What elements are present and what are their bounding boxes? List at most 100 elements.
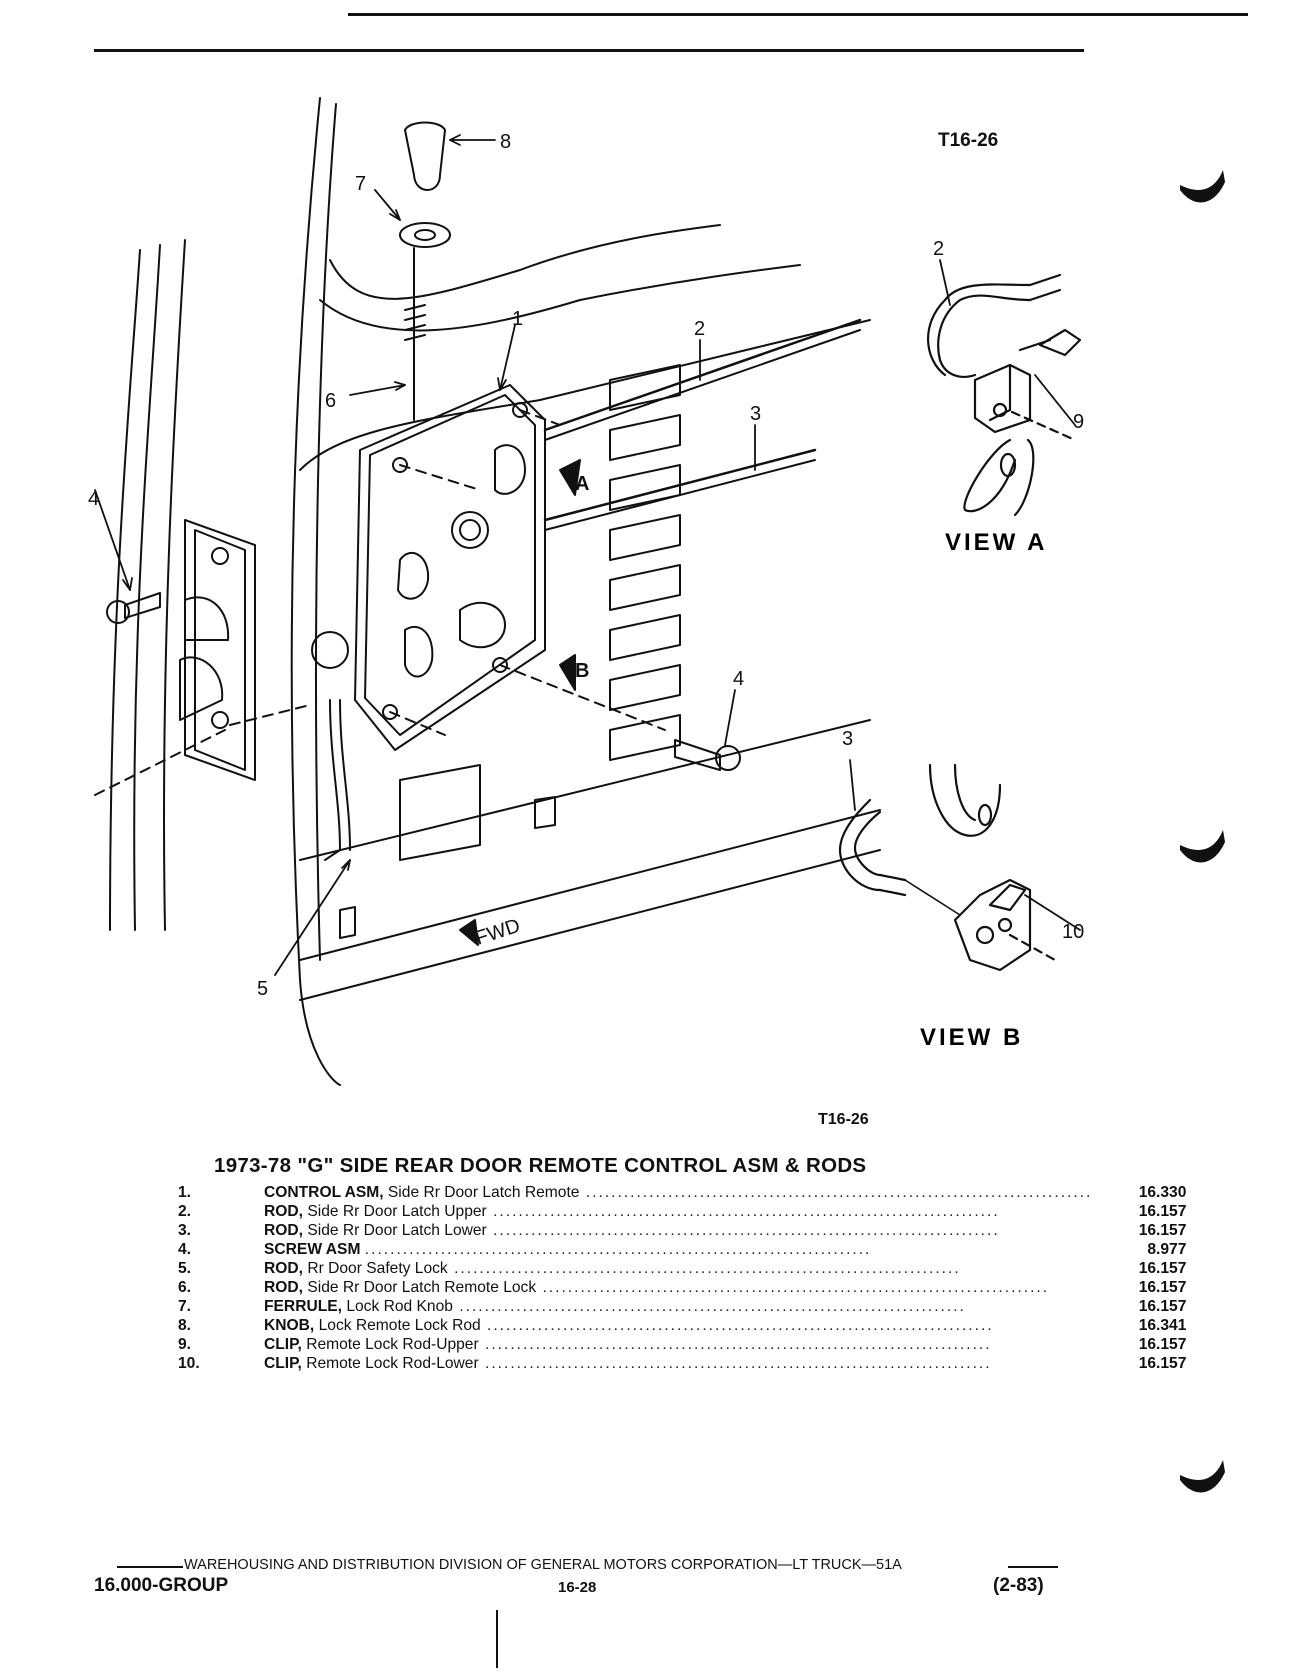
leader-dots: ........................................… xyxy=(486,1222,1000,1239)
top-edge-rule xyxy=(348,13,1248,16)
footer-group: 16.000-GROUP xyxy=(94,1575,229,1596)
knob-8 xyxy=(404,121,446,191)
view-a-label: VIEW A xyxy=(945,529,1047,556)
footer-page-number: 16-28 xyxy=(558,1579,597,1596)
part-detail: Side Rr Door Latch Upper xyxy=(307,1203,487,1220)
callout-6: 6 xyxy=(325,390,336,412)
part-name: ROD, xyxy=(264,1260,303,1277)
parts-row: 10. CLIP, Remote Lock Rod-Lower .........… xyxy=(178,1354,1186,1373)
rod-2 xyxy=(543,318,862,432)
part-number: 6. xyxy=(178,1279,192,1296)
part-name: SCREW ASM xyxy=(264,1241,361,1258)
part-name: FERRULE, xyxy=(264,1298,342,1315)
part-description: KNOB, Lock Remote Lock Rod .............… xyxy=(264,1316,1092,1335)
part-group-ref: 16.157 xyxy=(1138,1355,1187,1372)
parts-row: 7. FERRULE, Lock Rod Knob ...............… xyxy=(178,1297,1186,1316)
parts-row: 3. ROD, Side Rr Door Latch Lower ........… xyxy=(178,1221,1186,1240)
leader-dots: ........................................… xyxy=(536,1279,1050,1296)
leader-dots: ........................................… xyxy=(364,1241,872,1258)
screw-4-lower xyxy=(674,739,721,771)
callout-10: 10 xyxy=(1062,921,1084,943)
arrow-label-b: B xyxy=(575,660,589,682)
part-detail: Remote Lock Rod-Upper xyxy=(306,1336,479,1353)
part-name: KNOB, xyxy=(264,1317,315,1334)
footer-left-dash xyxy=(117,1566,183,1568)
part-group-ref: 16.157 xyxy=(1138,1279,1187,1296)
part-detail: Side Rr Door Latch Remote xyxy=(387,1184,580,1201)
part-name: CLIP, xyxy=(264,1355,302,1372)
part-number: 7. xyxy=(178,1298,192,1315)
part-number: 9. xyxy=(178,1336,192,1353)
footer-date: (2-83) xyxy=(993,1575,1044,1596)
parts-row: 2. ROD, Side Rr Door Latch Upper ........… xyxy=(178,1202,1186,1221)
parts-row: 6. ROD, Side Rr Door Latch Remote Lock ..… xyxy=(178,1278,1186,1297)
leader-dots: ........................................… xyxy=(447,1260,961,1277)
part-description: FERRULE, Lock Rod Knob .................… xyxy=(264,1297,1092,1316)
callout-9: 9 xyxy=(1073,411,1084,433)
callout-8: 8 xyxy=(500,131,511,153)
parts-row: 8.KNOB, Lock Remote Lock Rod ...........… xyxy=(178,1316,1186,1335)
screw-4-left xyxy=(124,592,161,619)
view-a-arrow xyxy=(559,459,581,496)
parts-row: 5.ROD, Rr Door Safety Lock .............… xyxy=(178,1259,1186,1278)
door-frame-outline xyxy=(290,97,341,1086)
figure-code-bottom: T16-26 xyxy=(818,1111,869,1128)
rod-3 xyxy=(543,448,817,522)
part-description: ROD, Side Rr Door Latch Upper ..........… xyxy=(264,1202,1092,1221)
leader-dots: ........................................… xyxy=(478,1336,992,1353)
control-asm-plate xyxy=(354,384,546,751)
part-detail: Lock Remote Lock Rod xyxy=(318,1317,481,1334)
callout-4-left: 4 xyxy=(88,488,99,510)
leader-dots: ........................................… xyxy=(452,1298,966,1315)
part-group-ref: 8.977 xyxy=(1147,1241,1187,1258)
part-group-ref: 16.157 xyxy=(1138,1260,1187,1277)
part-detail: Rr Door Safety Lock xyxy=(307,1260,448,1277)
figure-code-top: T16-26 xyxy=(938,130,999,151)
callout-7: 7 xyxy=(355,173,366,195)
part-group-ref: 16.157 xyxy=(1138,1222,1187,1239)
part-number: 4. xyxy=(178,1241,192,1258)
header-rule xyxy=(94,49,1084,52)
fwd-arrow xyxy=(459,919,479,946)
part-description: SCREW ASM ..............................… xyxy=(264,1240,1092,1259)
part-group-ref: 16.157 xyxy=(1138,1203,1187,1220)
part-detail: Lock Rod Knob xyxy=(346,1298,453,1315)
callout-2: 2 xyxy=(694,318,705,340)
binder-marks xyxy=(1180,170,1225,1493)
part-description: CLIP, Remote Lock Rod-Upper ............… xyxy=(264,1335,1092,1354)
binding-mark xyxy=(496,1610,498,1668)
leader-dots: ........................................… xyxy=(486,1203,1000,1220)
part-description: CLIP, Remote Lock Rod-Lower ............… xyxy=(264,1354,1092,1373)
part-detail: Remote Lock Rod-Lower xyxy=(306,1355,479,1372)
exploded-view-diagram: 8 7 1 2 3 6 4 4 5 2 9 3 10 A B FWD VIEW … xyxy=(88,97,1084,1086)
part-group-ref: 16.157 xyxy=(1138,1298,1187,1315)
view-a-detail xyxy=(927,273,1082,517)
part-number: 3. xyxy=(178,1222,192,1239)
part-detail: Side Rr Door Latch Remote Lock xyxy=(307,1279,537,1296)
part-group-ref: 16.330 xyxy=(1138,1184,1187,1201)
part-detail: Side Rr Door Latch Lower xyxy=(307,1222,487,1239)
view-b-detail xyxy=(838,763,1057,972)
parts-table: 1. CONTROL ASM, Side Rr Door Latch Remote… xyxy=(178,1183,1186,1373)
parts-row: 1. CONTROL ASM, Side Rr Door Latch Remote… xyxy=(178,1183,1186,1202)
parts-row: 4. SCREW ASM ............................… xyxy=(178,1240,1186,1259)
view-b-label: VIEW B xyxy=(920,1024,1023,1051)
callout-2-view-a: 2 xyxy=(933,238,944,260)
callout-3: 3 xyxy=(750,403,761,425)
part-name: CONTROL ASM, xyxy=(264,1184,384,1201)
striker-plate xyxy=(184,519,256,781)
parts-row: 9. CLIP, Remote Lock Rod-Upper ..........… xyxy=(178,1335,1186,1354)
rod-5 xyxy=(324,699,341,861)
part-number: 1. xyxy=(178,1184,192,1201)
part-group-ref: 16.341 xyxy=(1138,1317,1187,1334)
callout-5: 5 xyxy=(257,978,268,1000)
part-number: 10. xyxy=(178,1355,200,1372)
part-name: ROD, xyxy=(264,1203,303,1220)
part-description: ROD, Side Rr Door Latch Lower ..........… xyxy=(264,1221,1092,1240)
part-description: ROD, Side Rr Door Latch Remote Lock ....… xyxy=(264,1278,1092,1297)
part-number: 2. xyxy=(178,1203,192,1220)
ferrule-7 xyxy=(399,222,451,248)
part-description: CONTROL ASM, Side Rr Door Latch Remote .… xyxy=(264,1183,1092,1202)
callout-4-right: 4 xyxy=(733,668,744,690)
callout-1: 1 xyxy=(512,308,523,330)
